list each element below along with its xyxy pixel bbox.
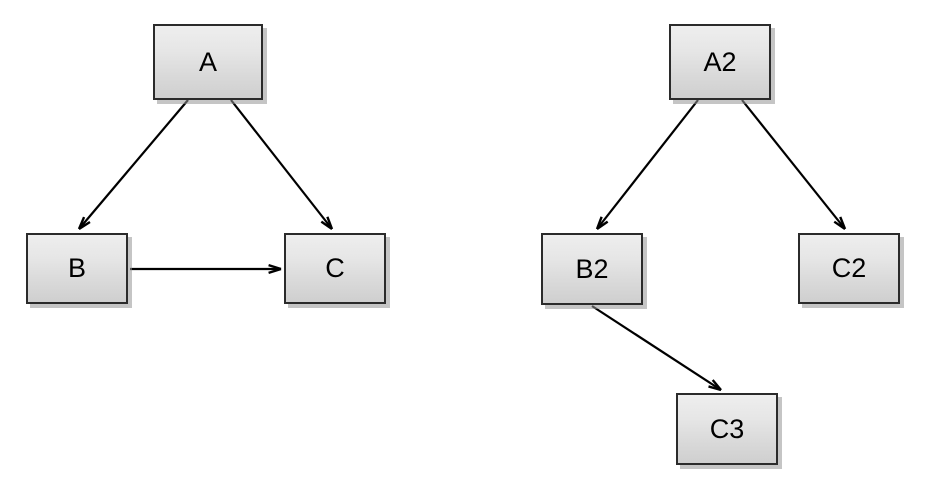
arrowhead-A2-to-C2	[839, 216, 847, 230]
node-label-B: B	[67, 253, 86, 283]
node-A[interactable]: A	[153, 24, 263, 100]
node-C3[interactable]: C3	[676, 393, 778, 465]
node-C2[interactable]: C2	[798, 233, 900, 304]
node-label-B2: B2	[575, 253, 609, 284]
edge-A2-to-C2	[741, 99, 846, 230]
node-label-C2: C2	[831, 253, 867, 283]
arrowhead-A-to-C	[320, 220, 333, 230]
edge-A-to-C	[230, 99, 333, 230]
arrowhead-B-to-C	[268, 267, 282, 274]
arrowhead-A-to-B	[78, 220, 91, 231]
node-B[interactable]: B	[26, 233, 128, 304]
arrowhead-B2-to-C3	[711, 379, 722, 391]
edge-A2-to-B2	[596, 99, 699, 230]
node-B2[interactable]: B2	[541, 233, 643, 305]
edge-A-to-B	[78, 99, 189, 230]
node-A2[interactable]: A2	[669, 24, 771, 100]
arrowhead-A-to-B	[77, 216, 86, 230]
arrowhead-A-to-C	[326, 216, 334, 230]
arrowhead-B-to-C	[268, 264, 282, 271]
arrowhead-B2-to-C3	[708, 385, 722, 392]
node-label-A: A	[198, 46, 217, 77]
edge-B2-to-C3	[591, 305, 722, 391]
arrowhead-A2-to-B2	[595, 216, 603, 230]
node-label-C3: C3	[709, 413, 745, 444]
arrowhead-A2-to-C2	[833, 220, 846, 230]
node-C[interactable]: C	[284, 233, 386, 304]
node-label-C: C	[325, 253, 345, 283]
node-label-A2: A2	[703, 46, 737, 77]
arrowhead-A2-to-B2	[596, 220, 609, 230]
